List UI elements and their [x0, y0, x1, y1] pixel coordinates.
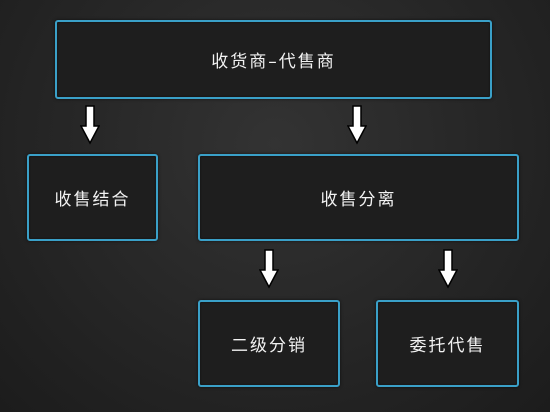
arrow-down-icon: [80, 105, 100, 145]
node-separate-label: 收售分离: [320, 190, 397, 210]
node-consignment: 委托代售: [376, 300, 519, 387]
node-root-label: 收货商–代售商: [211, 52, 336, 72]
node-secondary-distribution-label: 二级分销: [231, 336, 307, 356]
node-root: 收货商–代售商: [55, 20, 492, 99]
node-consignment-label: 委托代售: [409, 336, 486, 356]
arrow-down-icon: [347, 105, 367, 145]
node-separate: 收售分离: [198, 154, 519, 241]
arrow-down-icon: [259, 249, 279, 289]
arrow-down-icon: [438, 249, 458, 289]
node-combined: 收售结合: [27, 154, 158, 241]
node-combined-label: 收售结合: [54, 190, 131, 210]
node-secondary-distribution: 二级分销: [198, 300, 340, 387]
